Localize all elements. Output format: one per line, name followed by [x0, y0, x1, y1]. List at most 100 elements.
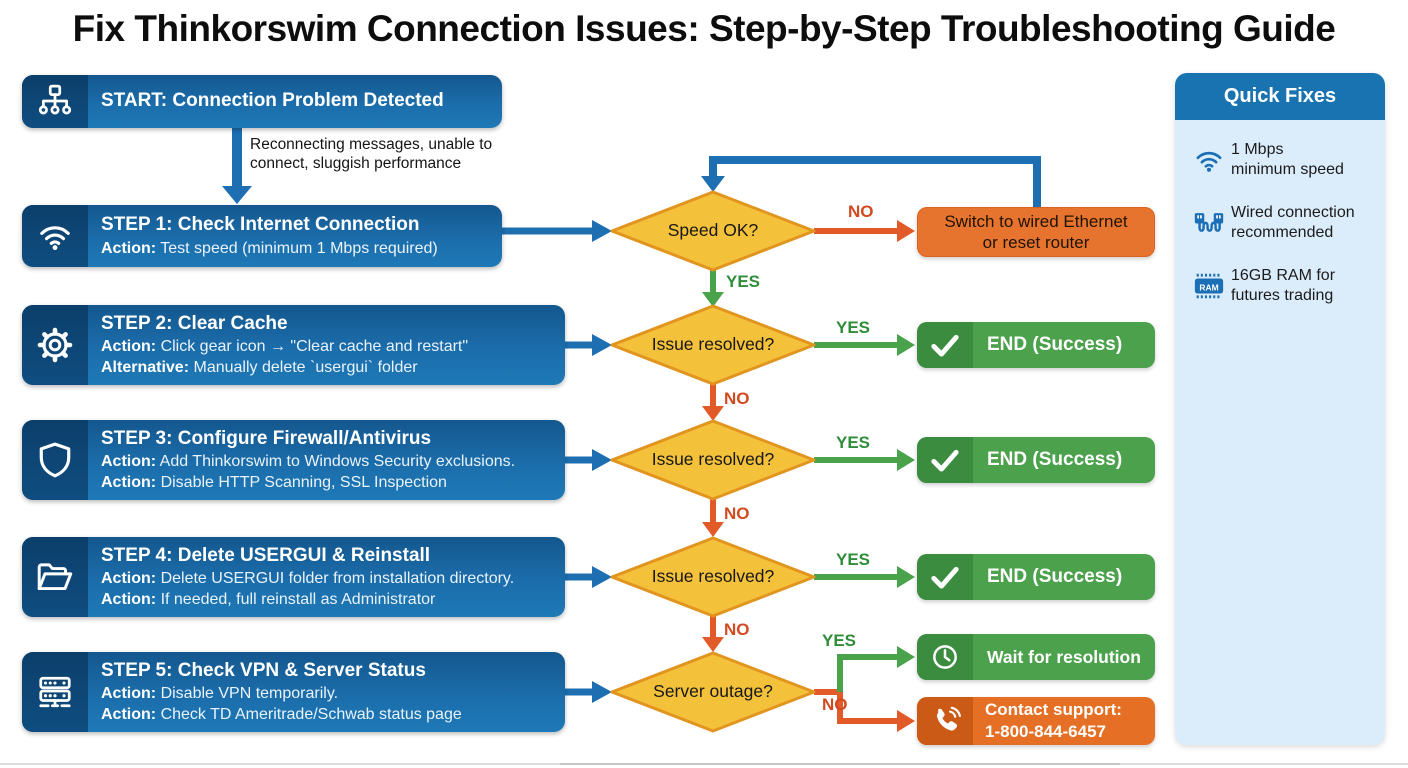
step-1-box: STEP 1: Check Internet Connection Action…	[22, 205, 502, 267]
no-label-4: NO	[724, 620, 750, 639]
quick-fix-line: 16GB RAM for	[1231, 266, 1336, 284]
line-prefix: Action:	[101, 474, 157, 492]
yes-label-4: YES	[836, 550, 871, 569]
server-icon	[22, 652, 88, 732]
contact-line-1: Contact support:	[985, 700, 1122, 720]
quick-fix-text: Wired connection recommended	[1231, 203, 1355, 244]
arrow-yes-to-end-4	[814, 566, 915, 588]
step-2-box: STEP 2: Clear Cache Action: Click gear i…	[22, 305, 565, 385]
yes-label-2: YES	[836, 318, 871, 337]
decision-server-outage-label: Server outage?	[653, 681, 773, 701]
quick-fix-line: futures trading	[1231, 287, 1334, 305]
arrow-step3-to-decision	[565, 449, 612, 471]
line-prefix: Action:	[101, 239, 157, 257]
quick-fix-text: 16GB RAM for futures trading	[1231, 266, 1335, 307]
line-text: Test speed (minimum 1 Mbps required)	[160, 239, 438, 257]
line-text: Disable VPN temporarily.	[160, 685, 339, 703]
gear-icon	[22, 305, 88, 385]
diamond-speed-ok	[610, 190, 816, 272]
ram-icon: RAM	[1187, 270, 1231, 302]
step-3-line-1: Action: Add Thinkorswim to Windows Secur…	[101, 451, 515, 472]
decision-issue-resolved-3-label: Issue resolved?	[651, 566, 775, 586]
quick-fix-text: 1 Mbps minimum speed	[1231, 140, 1344, 181]
quick-fix-line: 1 Mbps	[1231, 141, 1284, 158]
no-label-1: NO	[848, 202, 874, 221]
line-prefix: Action:	[101, 706, 157, 724]
step-5-line-1: Action: Disable VPN temporarily.	[101, 683, 462, 704]
step-2-title: STEP 2: Clear Cache	[101, 312, 288, 334]
note-line-1: Reconnecting messages, unable to	[250, 136, 493, 153]
quick-fix-line: minimum speed	[1231, 161, 1344, 179]
step-1-line-1: Action: Test speed (minimum 1 Mbps requi…	[101, 238, 438, 259]
line-text: Disable HTTP Scanning, SSL Inspection	[160, 474, 447, 492]
step-1-content: STEP 1: Check Internet Connection Action…	[88, 205, 452, 267]
diamond-server-outage	[610, 651, 816, 733]
arrow-no-down-4	[702, 616, 724, 652]
contact-support-box: Contact support: 1-800-844-6457	[917, 697, 1155, 745]
start-content: START: Connection Problem Detected	[88, 75, 458, 128]
contact-support-label: Contact support: 1-800-844-6457	[973, 697, 1122, 745]
yes-label-5: YES	[822, 631, 857, 650]
end-success-label: END (Success)	[987, 566, 1123, 587]
quick-fixes-panel: Quick Fixes 1 Mbps minimum speed	[1175, 73, 1385, 745]
step-3-box: STEP 3: Configure Firewall/Antivirus Act…	[22, 420, 565, 500]
shield-icon	[22, 420, 88, 500]
start-annotation: Reconnecting messages, unable to connect…	[250, 136, 550, 174]
quick-fix-line: Wired connection	[1231, 203, 1355, 221]
bottom-edge-line-dark	[560, 763, 1120, 765]
line-prefix: Action:	[101, 570, 157, 588]
arrow-step5-to-decision	[565, 681, 612, 703]
step-4-title: STEP 4: Delete USERGUI & Reinstall	[101, 544, 431, 566]
check-icon	[917, 437, 973, 483]
folder-open-icon	[22, 537, 88, 617]
switch-line-2: or reset router	[982, 233, 1090, 252]
clock-icon	[917, 634, 973, 680]
step-4-content: STEP 4: Delete USERGUI & Reinstall Actio…	[88, 537, 528, 617]
quick-fixes-title: Quick Fixes	[1175, 73, 1385, 120]
line-prefix: Action:	[101, 453, 157, 471]
start-title: START: Connection Problem Detected	[101, 90, 444, 112]
arrow-start-to-step1	[222, 128, 252, 204]
step-2-line-1: Action: Click gear icon → "Clear cache a…	[101, 336, 468, 357]
arrow-yes-down-1	[702, 270, 724, 307]
end-success-label: END (Success)	[987, 449, 1123, 470]
quick-fix-line: recommended	[1231, 224, 1334, 242]
line-prefix: Action:	[101, 591, 157, 609]
wait-resolution-label: Wait for resolution	[987, 646, 1141, 667]
arrow-no-down-3	[702, 499, 724, 537]
line-text: Delete USERGUI folder from installation …	[160, 570, 515, 588]
line-text: Click gear icon → "Clear cache and resta…	[160, 338, 469, 356]
switch-ethernet-box: Switch to wired Ethernet or reset router	[917, 207, 1155, 257]
arrow-yes-to-end-3	[814, 449, 915, 471]
decision-speed-ok-label: Speed OK?	[667, 220, 759, 240]
end-success-box-2: END (Success)	[917, 437, 1155, 483]
end-success-label: END (Success)	[987, 334, 1123, 355]
diamond-issue-resolved-3	[610, 536, 816, 618]
no-label-5: NO	[822, 695, 848, 714]
cable-icon	[1187, 208, 1231, 238]
switch-line-1: Switch to wired Ethernet	[944, 211, 1128, 231]
line-text: Check TD Ameritrade/Schwab status page	[160, 706, 462, 724]
wifi-icon	[1187, 144, 1231, 176]
arrow-no-down-2	[702, 384, 724, 421]
step-5-content: STEP 5: Check VPN & Server Status Action…	[88, 652, 476, 732]
arrow-step4-to-decision	[565, 566, 612, 588]
wait-resolution-box: Wait for resolution	[917, 634, 1155, 680]
diamond-issue-resolved-2	[610, 419, 816, 501]
step-5-title: STEP 5: Check VPN & Server Status	[101, 659, 426, 681]
contact-line-2: 1-800-844-6457	[985, 722, 1106, 741]
step-4-line-1: Action: Delete USERGUI folder from insta…	[101, 568, 514, 589]
quick-fixes-body: 1 Mbps minimum speed Wired connection	[1175, 120, 1385, 745]
step-3-line-2: Action: Disable HTTP Scanning, SSL Inspe…	[101, 472, 515, 493]
arrow-yes-to-end-2	[814, 334, 915, 356]
step-2-content: STEP 2: Clear Cache Action: Click gear i…	[88, 305, 482, 385]
decision-issue-resolved-1-label: Issue resolved?	[651, 334, 775, 354]
arrow-loopback-to-speed-check	[701, 156, 1041, 210]
wifi-icon	[22, 205, 88, 267]
step-3-title: STEP 3: Configure Firewall/Antivirus	[101, 427, 432, 449]
note-line-2: connect, sluggish performance	[250, 154, 462, 172]
arrow-yes-to-wait	[837, 646, 915, 692]
line-text: Add Thinkorswim to Windows Security excl…	[159, 453, 516, 471]
